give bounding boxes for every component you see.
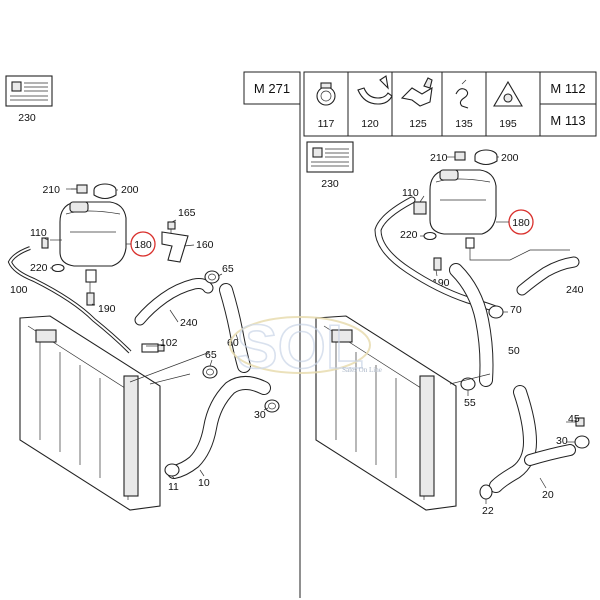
- legend-label-125: 125: [409, 118, 427, 130]
- watermark-tagline: Sales On Line: [342, 366, 382, 374]
- hose-clip-icon: [400, 77, 433, 107]
- label-60: 60: [227, 337, 239, 349]
- label-180-left: 180: [134, 239, 152, 251]
- clamp-22: [479, 484, 493, 500]
- sensor-190-right: [433, 257, 442, 271]
- label-70: 70: [510, 304, 522, 316]
- hose-240-left: [134, 278, 214, 326]
- label-230-left: 230: [18, 112, 36, 124]
- sensor-190-left: [86, 282, 95, 306]
- legend-label-120: 120: [361, 118, 379, 130]
- label-110-left: 110: [30, 227, 47, 239]
- cap-200-right: [474, 149, 498, 166]
- engine-code-right-bottom: M 113: [550, 113, 585, 128]
- label-10: 10: [198, 477, 210, 489]
- label-11: 11: [168, 481, 179, 493]
- label-190-left: 190: [98, 303, 116, 315]
- legend-label-195: 195: [499, 118, 517, 130]
- clamp-30-right: [574, 435, 590, 449]
- clamp-30-left: [264, 399, 280, 413]
- engine-code-box-right-bottom: [539, 103, 597, 137]
- label-240-left: 240: [180, 317, 198, 329]
- expansion-tank-right: [429, 169, 497, 249]
- label-220-right: 220: [400, 229, 418, 241]
- grommet-220-left: [51, 263, 65, 273]
- watermark: SOL Sales On Line: [229, 312, 382, 383]
- label-50: 50: [508, 345, 520, 357]
- label-180-right: 180: [512, 217, 530, 229]
- retainer-clip-icon: [455, 79, 469, 109]
- label-65-lower: 65: [205, 349, 217, 361]
- hose-50: [449, 263, 494, 387]
- hose-100: [7, 246, 132, 354]
- expansion-tank-left: [50, 201, 127, 283]
- label-200-left: 200: [121, 184, 139, 196]
- label-30-right: 30: [556, 435, 568, 447]
- label-55: 55: [464, 397, 476, 409]
- warning-triangle-icon: [493, 80, 523, 107]
- label-200-right: 200: [501, 152, 519, 164]
- hose-10: [167, 376, 271, 479]
- radiator-left: [19, 315, 161, 511]
- hose-20: [489, 385, 576, 493]
- bracket-160: [161, 231, 189, 263]
- cap-210-right: [454, 151, 466, 161]
- bracket-clip-icon: [357, 75, 393, 105]
- label-165: 165: [178, 207, 196, 219]
- engine-code-left: M 271: [254, 81, 290, 96]
- label-100-left: 100: [10, 284, 28, 296]
- clamp-icon: [316, 82, 336, 106]
- label-230-right: 230: [321, 178, 339, 190]
- watermark-brand: SOL: [236, 313, 363, 382]
- grommet-220-right: [423, 231, 437, 241]
- label-45: 45: [568, 413, 580, 425]
- label-210-left: 210: [42, 184, 60, 196]
- bolt-110-left: [41, 237, 49, 249]
- cap-200-left: [93, 183, 117, 200]
- label-110-right: 110: [402, 187, 419, 199]
- clamp-65-upper: [204, 270, 220, 284]
- hose-240-right: [516, 256, 580, 296]
- legend-label-135: 135: [455, 118, 473, 130]
- leader-lines: [43, 156, 576, 504]
- sensor-102: [141, 343, 165, 353]
- label-65-upper: 65: [222, 263, 234, 275]
- clamp-11: [164, 463, 180, 477]
- bolt-110-right: [413, 201, 427, 215]
- warning-label-sticker-right: [306, 141, 354, 173]
- legend-label-117: 117: [318, 118, 335, 130]
- clamp-70: [488, 305, 504, 319]
- clamp-65-lower: [202, 365, 218, 379]
- label-20: 20: [542, 489, 554, 501]
- label-102: 102: [160, 337, 178, 349]
- warning-label-sticker-left: [5, 75, 53, 107]
- label-210-right: 210: [430, 152, 448, 164]
- label-220-left: 220: [30, 262, 48, 274]
- hose-60: [219, 283, 251, 373]
- label-22: 22: [482, 505, 494, 517]
- label-160: 160: [196, 239, 214, 251]
- label-240-right: 240: [566, 284, 584, 296]
- label-30-left: 30: [254, 409, 266, 421]
- engine-code-box-left: [243, 71, 301, 105]
- engine-code-right-top: M 112: [550, 81, 585, 96]
